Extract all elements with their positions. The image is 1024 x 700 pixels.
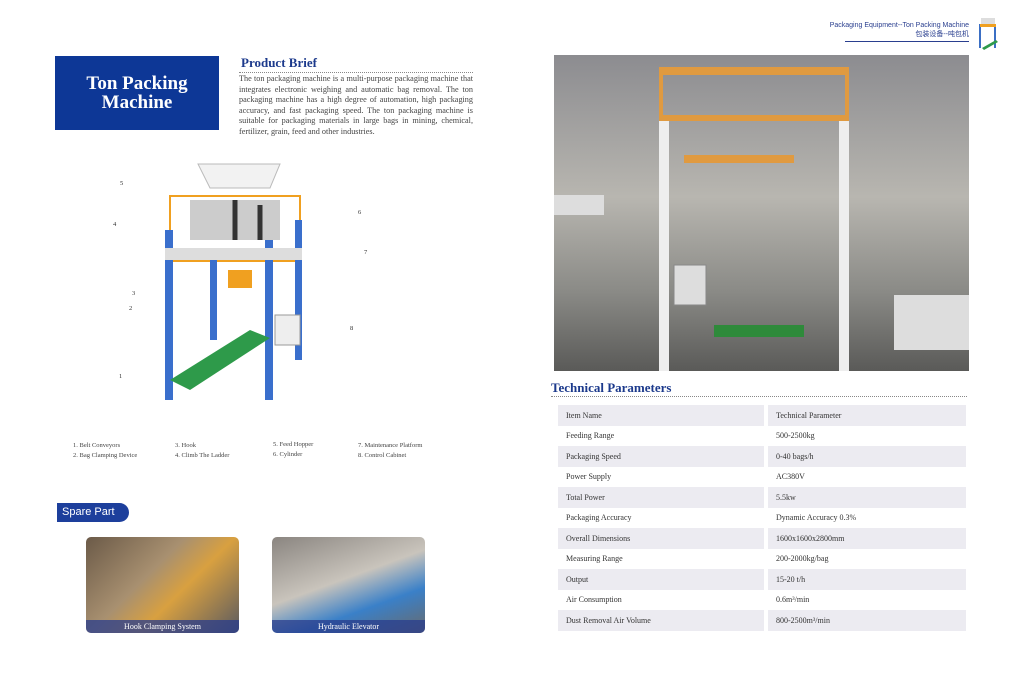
callout-7: 7: [364, 249, 368, 256]
spare-photo-hook: Hook Clamping System: [86, 537, 239, 633]
parameter-value: Dynamic Accuracy 0.3%: [776, 513, 857, 523]
parameter-value: 200-2000kg/bag: [776, 554, 829, 564]
spare-caption: Hook Clamping System: [86, 620, 239, 633]
header-zh: 包装设备--吨包机: [915, 31, 969, 38]
parameter-value: 5.5kw: [768, 487, 966, 508]
machine-photo-art: [554, 67, 969, 371]
item-name: Measuring Range: [566, 554, 623, 564]
header-en: Packaging Equipment--Ton Packing Machine: [829, 22, 969, 29]
parameter-value: 15-20 t/h: [768, 569, 966, 590]
page-header: Packaging Equipment--Ton Packing Machine…: [830, 21, 969, 39]
callout-2: 2: [129, 305, 133, 312]
item-name: Packaging Speed: [558, 446, 764, 467]
legend-item: 8. Control Cabinet: [358, 452, 407, 459]
item-name: Overall Dimensions: [558, 528, 764, 549]
page-title: Ton Packing Machine: [55, 56, 219, 130]
table-row: Air Consumption 0.6m³/min: [558, 590, 966, 611]
item-name: Total Power: [558, 487, 764, 508]
tech-divider: [551, 396, 967, 397]
legend-col-3: 5. Feed Hopper 6. Cylinder: [273, 440, 313, 460]
tech-heading: Technical Parameters: [551, 380, 672, 395]
column-header: Item Name: [558, 405, 764, 426]
legend-col-1: 1. Belt Conveyors 2. Bag Clamping Device: [73, 441, 137, 461]
callout-3: 3: [132, 290, 136, 297]
spare-caption: Hydraulic Elevator: [272, 620, 425, 633]
callout-6: 6: [358, 209, 362, 216]
parameter-value: 800-2500m³/min: [768, 610, 966, 631]
callout-8: 8: [350, 325, 354, 332]
callout-4: 4: [113, 221, 117, 228]
legend-col-2: 3. Hook 4. Climb The Ladder: [175, 441, 229, 461]
table-row: Power Supply AC380V: [558, 467, 966, 488]
item-name: Air Consumption: [566, 595, 622, 605]
machine-photo: [554, 55, 969, 371]
table-row: Feeding Range 500-2500kg: [558, 426, 966, 447]
spare-part-heading: Spare Part: [57, 503, 129, 522]
legend-item: 2. Bag Clamping Device: [73, 452, 138, 459]
legend-item: 4. Climb The Ladder: [175, 452, 230, 459]
item-name: Output: [558, 569, 764, 590]
item-name: Dust Removal Air Volume: [558, 610, 764, 631]
table-row: Packaging Accuracy Dynamic Accuracy 0.3%: [558, 508, 966, 529]
callout-1: 1: [119, 373, 123, 380]
title-line-1: Ton Packing: [86, 73, 188, 94]
legend-item: 5. Feed Hopper: [273, 441, 314, 448]
title-line-2: Machine: [101, 92, 173, 113]
machine-thumbnail-icon: [979, 18, 998, 50]
legend-item: 6. Cylinder: [273, 451, 303, 458]
spare-photo-elevator: Hydraulic Elevator: [272, 537, 425, 633]
machine-diagram: [165, 163, 302, 400]
item-name: Packaging Accuracy: [566, 513, 632, 523]
column-header: Technical Parameter: [768, 405, 966, 426]
legend-item: 3. Hook: [175, 442, 196, 449]
parameter-value: 1600x1600x2800mm: [768, 528, 966, 549]
parameter-value: 500-2500kg: [776, 431, 815, 441]
parameter-value: 0.6m³/min: [776, 595, 810, 605]
table-row: Measuring Range 200-2000kg/bag: [558, 549, 966, 570]
legend-col-4: 7. Maintenance Platform 8. Control Cabine…: [358, 441, 422, 461]
callout-5: 5: [120, 180, 124, 187]
header-rule: [845, 41, 969, 42]
brief-heading: Product Brief: [241, 55, 317, 70]
legend-item: 1. Belt Conveyors: [73, 442, 121, 449]
legend-item: 7. Maintenance Platform: [358, 442, 423, 449]
parameter-value: AC380V: [776, 472, 805, 482]
item-name: Feeding Range: [566, 431, 615, 441]
parameter-value: 0-40 bags/h: [768, 446, 966, 467]
item-name: Power Supply: [566, 472, 612, 482]
brief-text: The ton packaging machine is a multi-pur…: [239, 72, 473, 136]
